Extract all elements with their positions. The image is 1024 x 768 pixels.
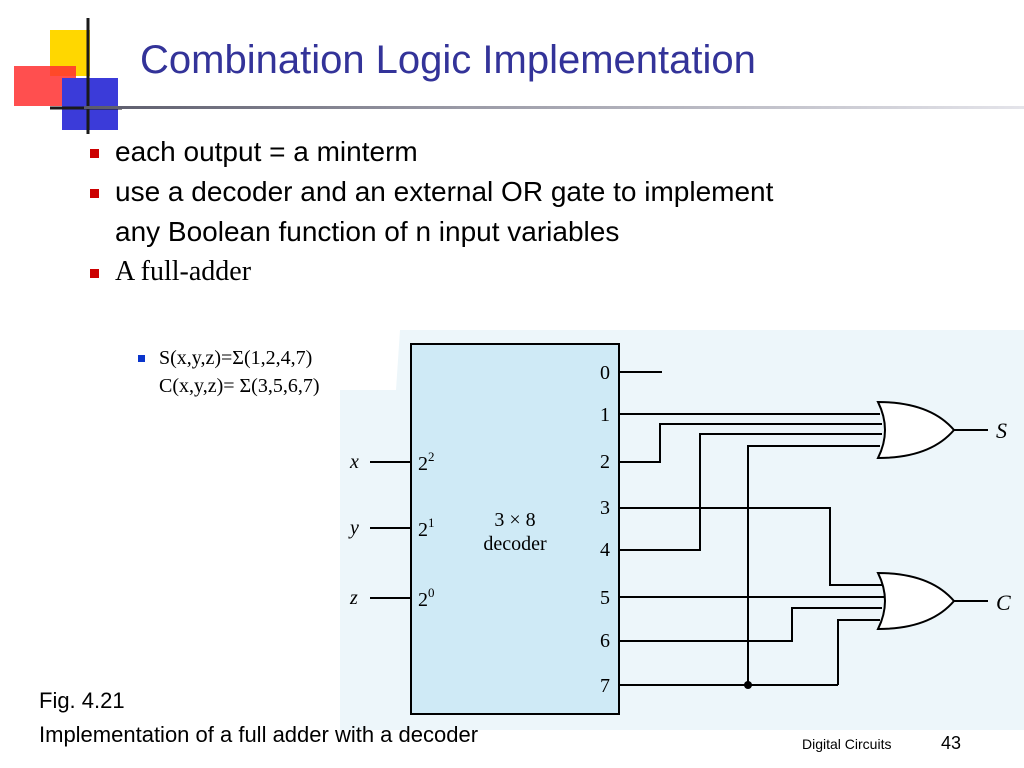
sub-bullet: S(x,y,z)=Σ(1,2,4,7) C(x,y,z)= Σ(3,5,6,7) — [136, 344, 319, 400]
bullet-item: each output = a minterm — [88, 132, 788, 172]
output-index-5: 5 — [600, 587, 610, 609]
bullet-marker — [90, 269, 99, 278]
output-index-4: 4 — [600, 539, 610, 561]
bullet-marker — [90, 149, 99, 158]
output-index-7: 7 — [600, 675, 610, 697]
output-index-2: 2 — [600, 451, 610, 473]
carry-expression: C(x,y,z)= Σ(3,5,6,7) — [159, 375, 320, 397]
output-index-labels: 0 1 2 3 4 5 6 7 — [600, 362, 610, 697]
or-gate-sum — [876, 400, 956, 460]
bullet-item: use a decoder and an external OR gate to… — [88, 172, 788, 252]
decoder-circuit-diagram: 3 × 8 decoder x y z 22 21 20 0 1 2 3 4 5… — [340, 330, 1024, 730]
bullet-text: each output = a minterm — [115, 136, 418, 167]
output-wires — [619, 371, 884, 686]
decorative-logo — [14, 18, 122, 134]
weight-2-1: 21 — [418, 515, 435, 541]
bullet-text: A full-adder — [115, 256, 252, 287]
sum-expression: S(x,y,z)=Σ(1,2,4,7) — [159, 347, 313, 369]
weight-2-0: 20 — [418, 585, 435, 611]
decoder-label-name: decoder — [483, 533, 547, 555]
junction-dot — [744, 681, 752, 689]
wire-out-2 — [619, 423, 882, 463]
sum-output-label: S — [996, 418, 1007, 443]
input-z-label: z — [349, 587, 358, 609]
figure-number: Fig. 4.21 — [39, 688, 125, 713]
wire-out-7-to-c — [837, 619, 880, 685]
bullet-list: each output = a minterm use a decoder an… — [88, 132, 788, 292]
bullet-item: A full-adder — [88, 252, 788, 292]
output-index-1: 1 — [600, 404, 610, 426]
logo-blue-square — [62, 78, 118, 130]
or-gate-carry — [876, 571, 956, 631]
wire-out-6 — [619, 607, 882, 642]
input-wires — [370, 461, 411, 599]
output-index-3: 3 — [600, 497, 610, 519]
carry-output-label: C — [996, 590, 1011, 615]
output-index-0: 0 — [600, 362, 610, 384]
bullet-text: use a decoder and an external OR gate to… — [115, 176, 774, 247]
footer-title: Digital Circuits — [802, 736, 892, 752]
input-x-label: x — [349, 451, 359, 473]
weight-2-2: 22 — [418, 449, 435, 475]
wire-out-7-to-s — [747, 445, 880, 685]
title-underline — [84, 106, 1024, 109]
output-index-6: 6 — [600, 630, 610, 652]
bullet-marker — [90, 189, 99, 198]
wire-out-4 — [619, 433, 882, 551]
input-y-label: y — [348, 517, 359, 539]
slide-title: Combination Logic Implementation — [140, 38, 756, 82]
wire-out-3 — [619, 507, 882, 586]
decoder-box — [410, 343, 620, 715]
figure-caption: Fig. 4.21 Implementation of a full adder… — [39, 684, 478, 752]
sub-bullet-marker — [138, 355, 145, 362]
page-number: 43 — [941, 733, 962, 753]
decoder-label-size: 3 × 8 — [494, 509, 535, 531]
figure-description: Implementation of a full adder with a de… — [39, 722, 479, 747]
